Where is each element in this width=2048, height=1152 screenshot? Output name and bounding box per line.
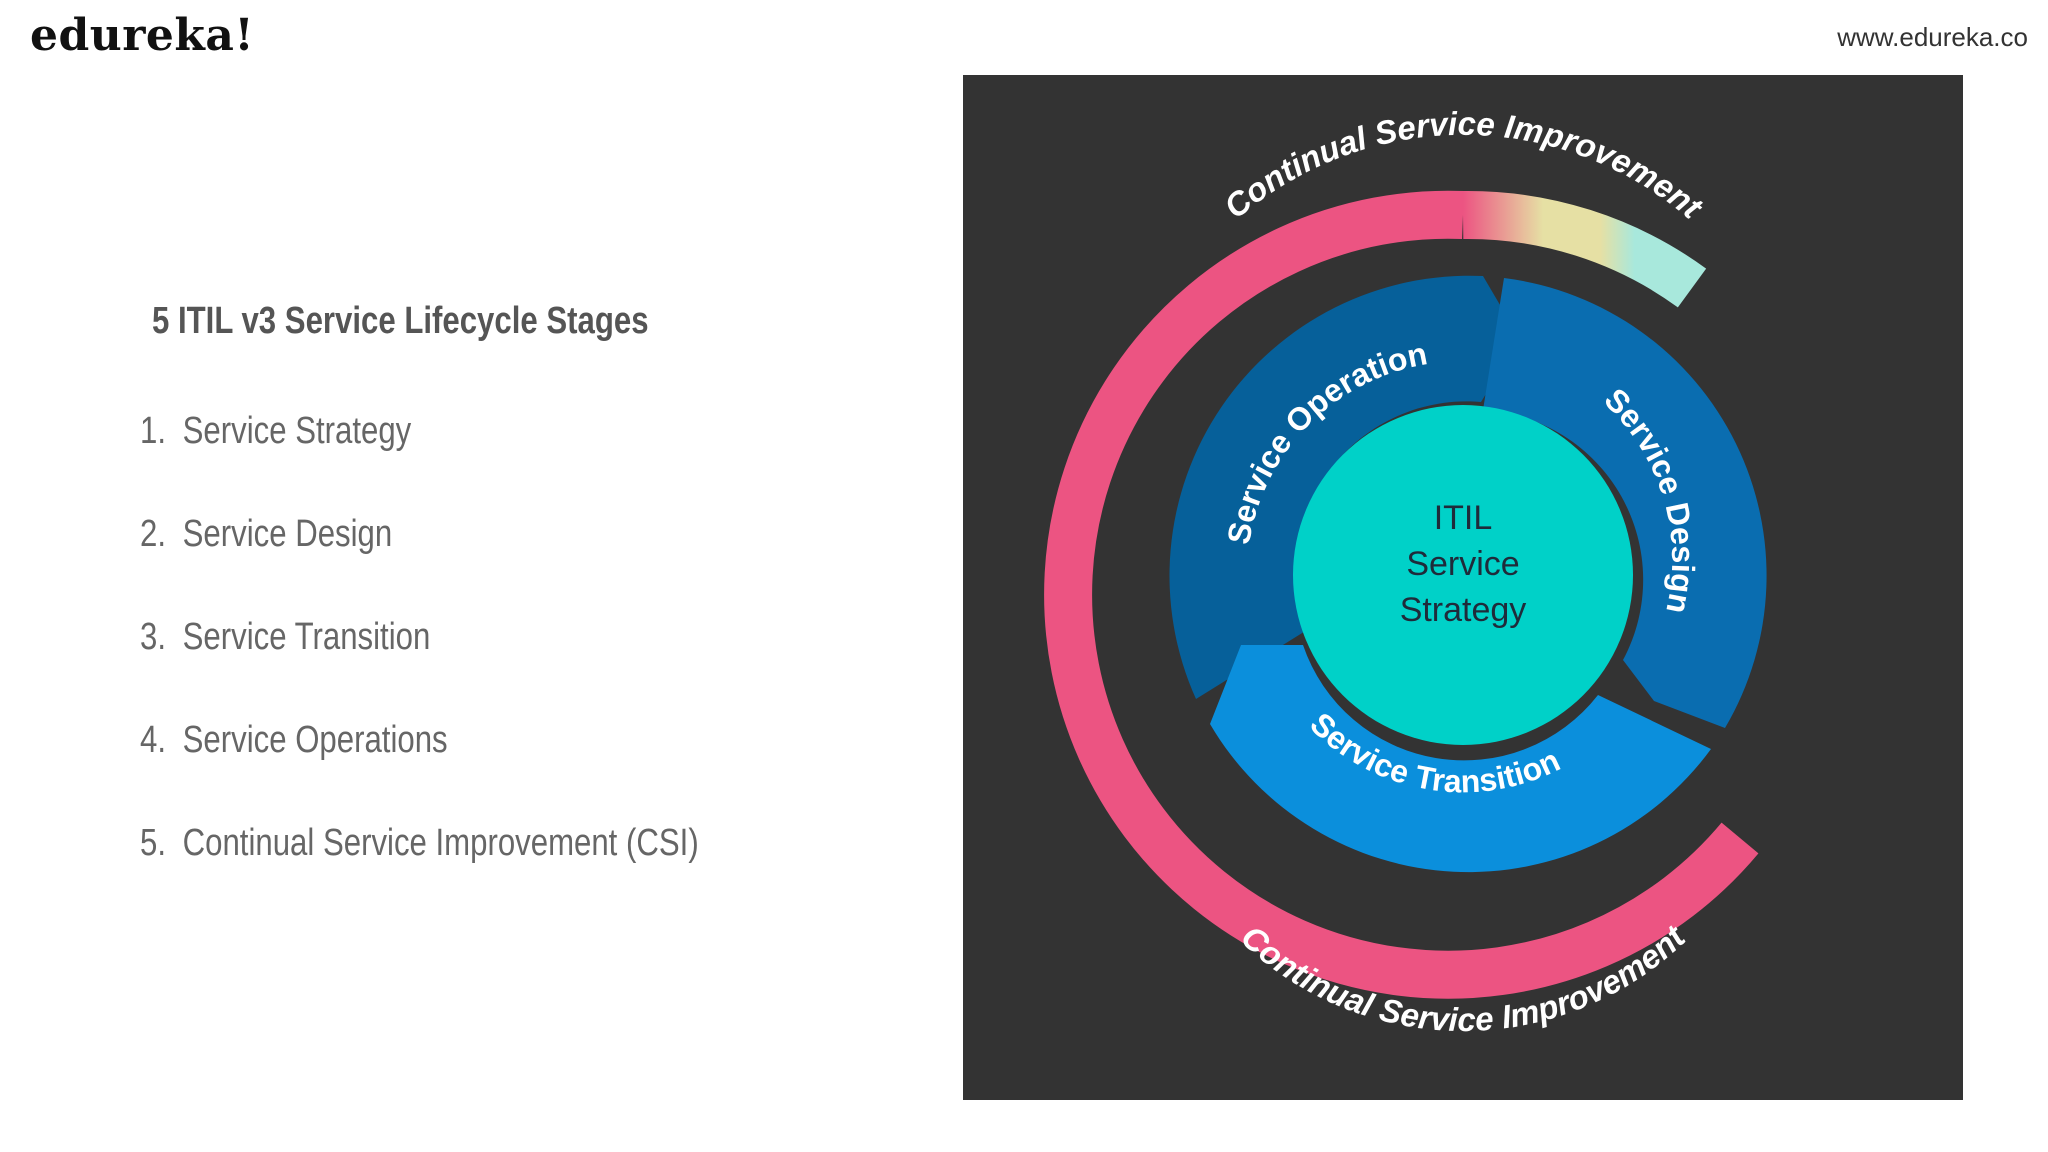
stage-label: Continual Service Improvement (CSI) [182, 822, 699, 864]
segment-service-design [1483, 278, 1767, 728]
stage-label: Service Transition [182, 616, 431, 658]
stage-list: 1. Service Strategy 2. Service Design 3. Se… [140, 410, 821, 925]
csi-ring-arc [1044, 190, 1759, 999]
itil-lifecycle-diagram: ITIL Service Strategy Service Operation … [963, 75, 1963, 1100]
segment-service-operation [1169, 275, 1520, 699]
stage-number: 1. [140, 410, 166, 452]
edureka-logo: edureka! [30, 10, 255, 61]
stage-number: 5. [140, 822, 166, 864]
center-circle [1293, 405, 1633, 745]
stage-label: Service Strategy [182, 410, 412, 452]
site-url: www.edureka.co [1837, 22, 2028, 52]
stage-item-2: 2. Service Design [140, 513, 699, 616]
stage-label: Service Design [182, 513, 393, 555]
center-label-line1: ITIL [1434, 499, 1493, 537]
stage-item-1: 1. Service Strategy [140, 410, 699, 513]
slide-heading: 5 ITIL v3 Service Lifecycle Stages [152, 300, 649, 342]
segment-service-transition [1210, 645, 1711, 873]
stage-number: 2. [140, 513, 166, 555]
stage-label: Service Operations [182, 719, 448, 761]
center-label-line2: Service [1406, 545, 1519, 583]
stage-number: 4. [140, 719, 166, 761]
csi-ring-fade-arc [1462, 190, 1707, 308]
stage-item-4: 4. Service Operations [140, 719, 699, 822]
stage-item-5: 5. Continual Service Improvement (CSI) [140, 822, 699, 925]
stage-item-3: 3. Service Transition [140, 616, 699, 719]
center-label-line3: Strategy [1400, 591, 1527, 629]
stage-number: 3. [140, 616, 166, 658]
